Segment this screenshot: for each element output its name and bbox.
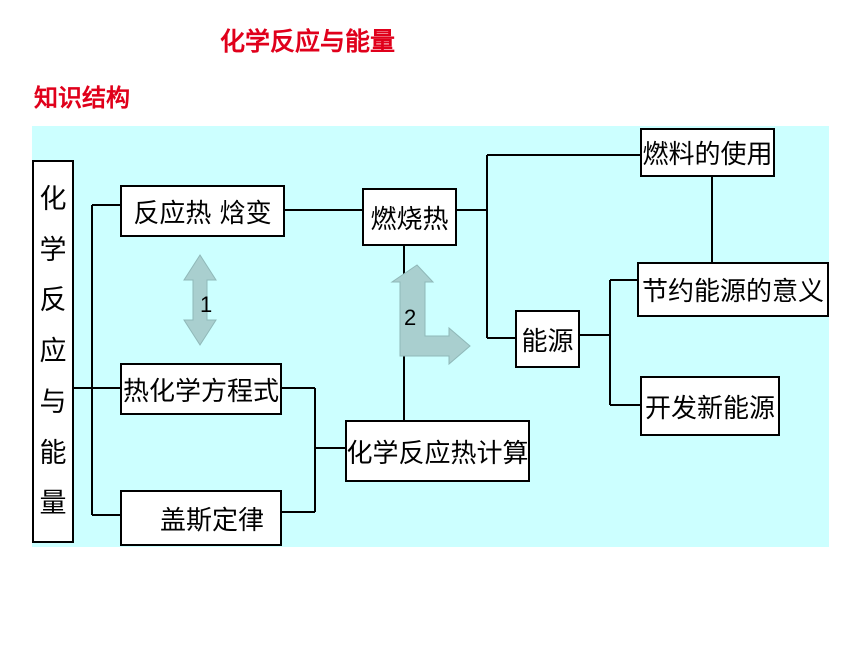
root-char: 学 (39, 234, 67, 266)
root-char: 应 (39, 336, 67, 367)
node-hess-law: 盖斯定律 (120, 490, 282, 546)
bent-arrow-icon (390, 264, 471, 366)
node-thermo-equation: 热化学方程式 (120, 363, 282, 415)
node-energy-saving: 节约能源的意义 (637, 262, 829, 317)
arrow-label-2: 2 (404, 305, 417, 330)
node-fuel-use: 燃料的使用 (640, 128, 775, 177)
root-char: 反 (39, 285, 67, 317)
root-char: 化 (39, 183, 67, 215)
root-char: 量 (39, 488, 67, 520)
root-char: 能 (39, 437, 67, 469)
node-energy: 能源 (515, 310, 580, 368)
root-char: 与 (39, 386, 67, 418)
double-arrow-icon (183, 254, 217, 346)
arrow-label-1: 1 (200, 292, 213, 317)
section-heading: 知识结构 (34, 84, 130, 112)
node-combustion-heat: 燃烧热 (362, 188, 457, 246)
page-title: 化学反应与能量 (220, 27, 396, 56)
node-reaction-heat: 反应热 焓变 (120, 185, 285, 237)
root-node: 化 学 反 应 与 能 量 (32, 160, 74, 543)
node-calc: 化学反应热计算 (345, 420, 530, 482)
node-new-energy: 开发新能源 (640, 376, 780, 436)
